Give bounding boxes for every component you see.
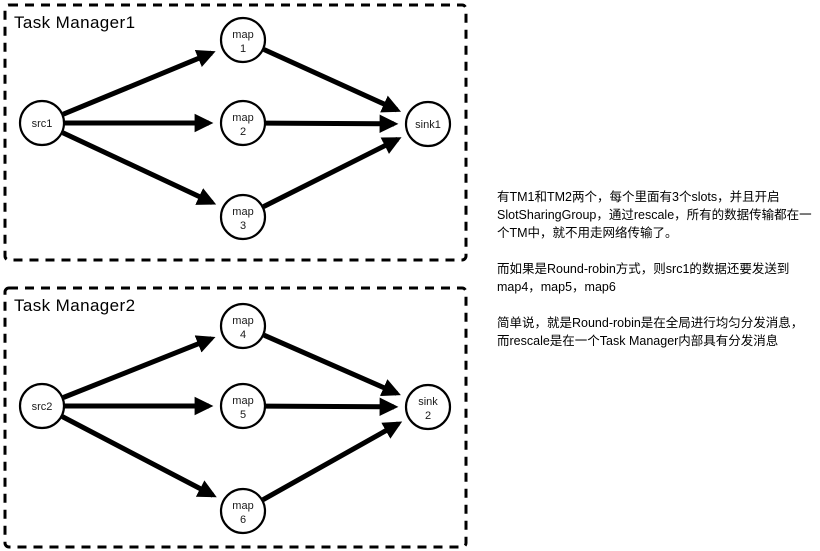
node-label-map2: 2 [240,126,246,138]
node-map3: map 3 [219,193,267,241]
node-label-map3: map [232,206,253,218]
edge-map1-to-sink1 [262,47,402,113]
node-label-map6: 6 [240,514,246,526]
node-map2: map 2 [219,99,267,147]
node-label-map1: map [232,29,253,41]
node-sink1: sink1 [404,100,452,148]
node-map5: map 5 [219,382,267,430]
node-label-sink2: sink [418,396,438,408]
node-label-map6: map [232,500,253,512]
node-label-src1: src1 [32,118,53,130]
node-label-map1: 1 [240,43,246,55]
task-manager-panel: Task Manager1 src1 map 1 map 2 map 3 sink1 [3,3,468,262]
task-manager-panel: Task Manager2 src2 map 4 map 5 map 6 sink 2 [3,286,468,549]
node-circle-src1 [18,99,66,147]
edge-map3-to-sink1 [262,137,402,209]
node-src1: src1 [18,99,66,147]
edge-map2-to-sink1 [265,114,399,133]
node-sink2: sink 2 [404,383,452,431]
explanation-notes: 有TM1和TM2两个，每个里面有3个slots，并且开启SlotSharingG… [497,188,815,350]
edge-map6-to-sink2 [261,421,403,502]
node-circle-src2 [18,382,66,430]
node-circle-sink1 [404,100,452,148]
node-circle-map6 [219,487,267,535]
node-label-src2: src2 [32,401,53,413]
node-circle-sink2 [404,383,452,431]
edge-map4-to-sink2 [263,332,401,397]
note-paragraph-3: 简单说，就是Round-robin是在全局进行均匀分发消息，而rescale是在… [497,316,804,348]
node-label-map3: 3 [240,220,246,232]
node-label-sink2: 2 [425,410,431,422]
node-circle-map1 [219,16,267,64]
node-label-sink1: sink1 [415,119,441,131]
node-label-map5: map [232,395,253,407]
node-map1: map 1 [219,16,267,64]
note-paragraph-2: 而如果是Round-robin方式，则src1的数据还要发送到map4，map5… [497,262,790,294]
edge-src1-to-map3 [61,130,217,205]
node-circle-map4 [219,302,267,350]
node-label-map2: map [232,112,253,124]
node-label-map5: 5 [240,409,246,421]
node-map4: map 4 [219,302,267,350]
node-label-map4: map [232,315,253,327]
edge-src2-to-map4 [62,335,216,400]
node-circle-map2 [219,99,267,147]
node-circle-map3 [219,193,267,241]
edge-map5-to-sink2 [265,397,399,416]
panel-dashed-border [3,286,468,549]
node-circle-map5 [219,382,267,430]
panel-dashed-border [3,3,468,262]
edge-src1-to-map1 [62,49,216,117]
panel-title: Task Manager2 [14,296,135,315]
node-src2: src2 [18,382,66,430]
node-label-map4: 4 [240,329,246,341]
node-map6: map 6 [219,487,267,535]
panel-title: Task Manager1 [14,13,135,32]
edge-src2-to-map6 [61,414,217,498]
note-paragraph-1: 有TM1和TM2两个，每个里面有3个slots，并且开启SlotSharingG… [497,190,812,240]
